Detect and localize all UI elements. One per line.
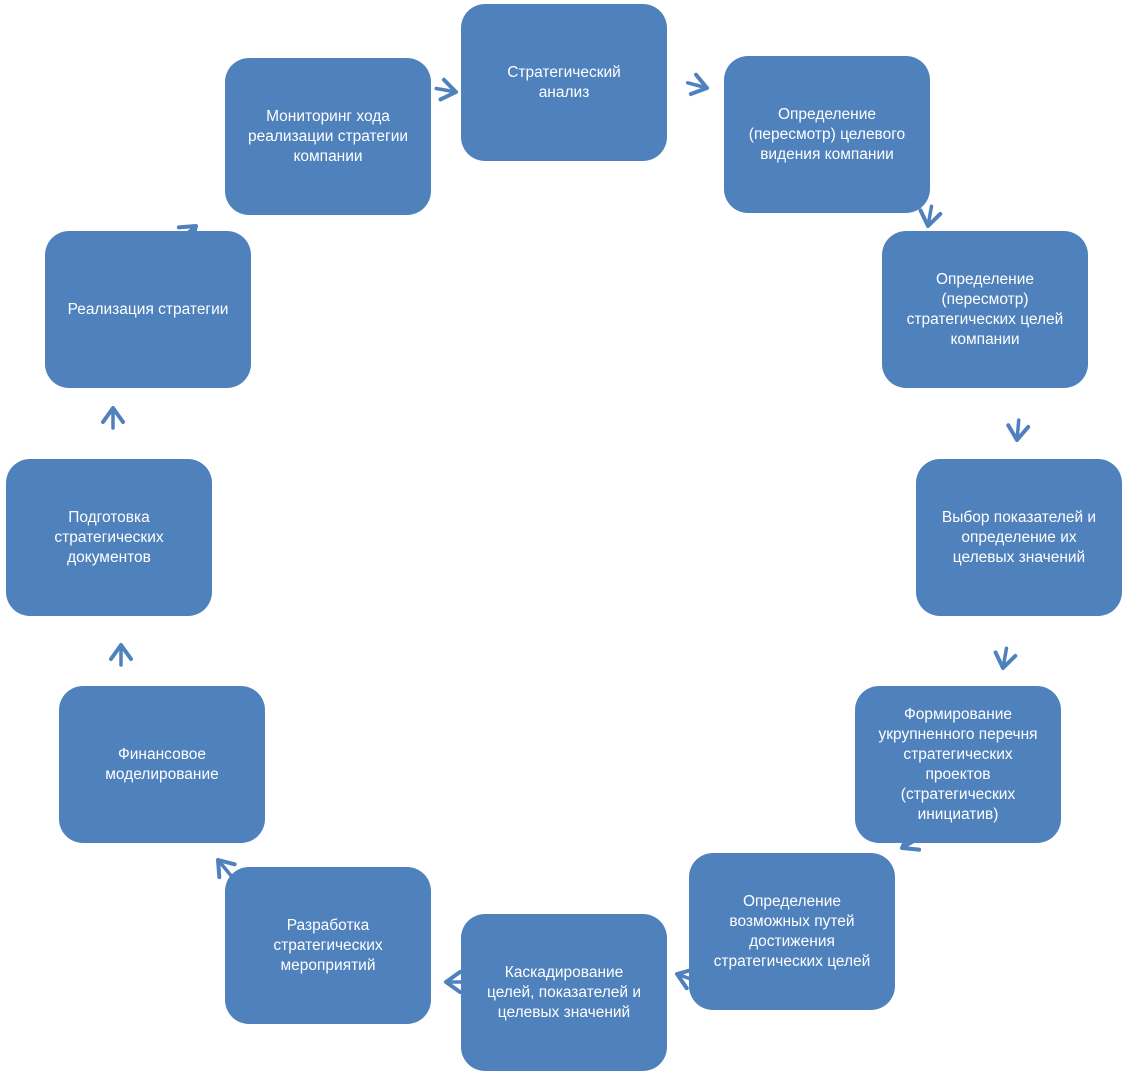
cycle-arrow-4 xyxy=(993,646,1018,670)
node-target-vision: Определение (пересмотр) целевого видения… xyxy=(724,56,930,213)
cycle-arrow-9 xyxy=(109,643,133,667)
node-strategic-measures: Разработка стратегических мероприятий xyxy=(225,867,431,1024)
cycle-arrow-12 xyxy=(434,77,458,102)
node-label: Реализация стратегии xyxy=(67,300,229,318)
node-strategic-documents: Подготовка стратегических документов xyxy=(6,459,212,616)
node-label: Подготовка стратегических документов xyxy=(54,508,164,566)
cycle-arrow-2 xyxy=(918,204,943,228)
cycle-arrow-1 xyxy=(685,72,709,97)
node-label: Определение возможных путей достижения с… xyxy=(713,892,871,970)
node-label: Разработка стратегических мероприятий xyxy=(273,916,383,974)
node-label: Определение (пересмотр) стратегических ц… xyxy=(906,270,1064,348)
node-achievement-paths: Определение возможных путей достижения с… xyxy=(689,853,895,1010)
cycle-arrow-3 xyxy=(1006,418,1031,442)
node-strategic-goals: Определение (пересмотр) стратегических ц… xyxy=(882,231,1088,388)
node-label: Формирование укрупненного перечня страте… xyxy=(878,705,1038,823)
node-strategy-implementation: Реализация стратегии xyxy=(45,231,251,388)
node-label: Каскадирование целей, показателей и целе… xyxy=(486,963,642,1021)
node-label: Мониторинг хода реализации стратегии ком… xyxy=(247,107,409,165)
node-strategic-analysis: Стратегический анализ xyxy=(461,4,667,161)
cycle-arrow-8 xyxy=(216,858,237,880)
node-monitoring: Мониторинг хода реализации стратегии ком… xyxy=(225,58,431,215)
node-label: Стратегический анализ xyxy=(507,63,621,101)
node-label: Выбор показателей и определение их целев… xyxy=(941,508,1097,566)
node-financial-modeling: Финансовое моделирование xyxy=(59,686,265,843)
node-strategic-projects: Формирование укрупненного перечня страте… xyxy=(855,686,1061,843)
node-indicators-selection: Выбор показателей и определение их целев… xyxy=(916,459,1122,616)
node-label: Определение (пересмотр) целевого видения… xyxy=(748,105,906,163)
node-cascading: Каскадирование целей, показателей и целе… xyxy=(461,914,667,1071)
node-label: Финансовое моделирование xyxy=(105,745,219,783)
cycle-arrow-10 xyxy=(101,406,125,430)
